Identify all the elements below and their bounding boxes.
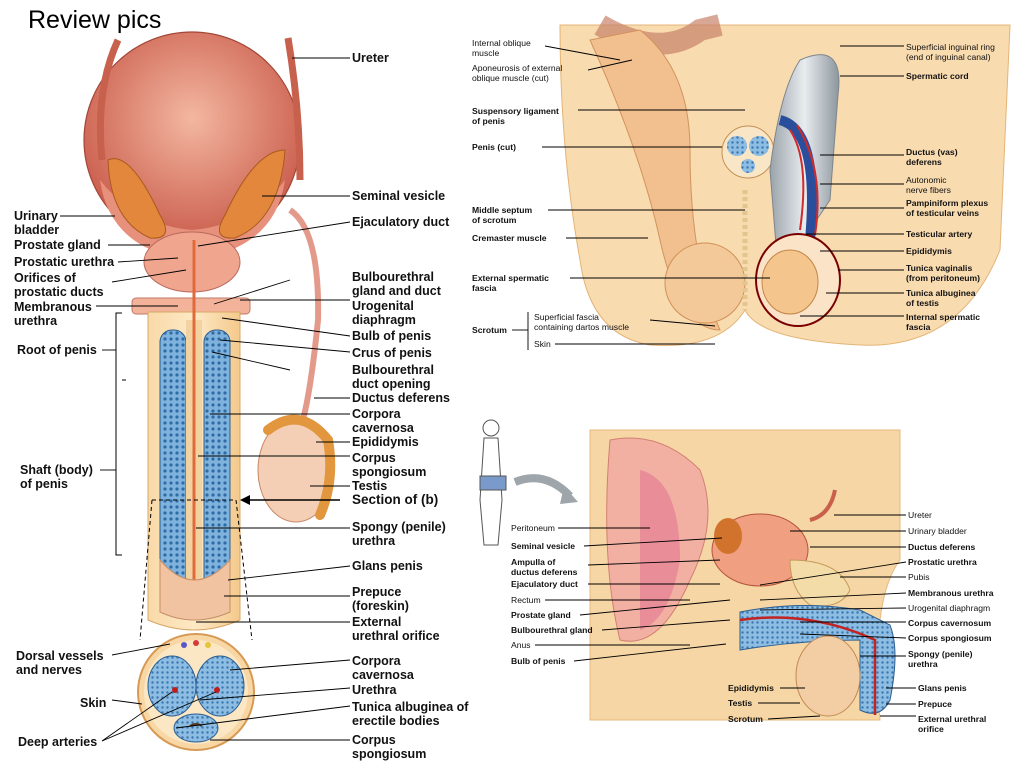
label-corpus-spongiosum: Corpus spongiosum <box>352 451 427 479</box>
section-arrowhead <box>240 495 250 505</box>
label-superficial-inguinal-ring: Superficial inguinal ring (end of inguin… <box>906 42 995 62</box>
label-testis-c: Testis <box>728 698 753 708</box>
label-pampiniform: Pampiniform plexus of testicular veins <box>906 198 989 218</box>
label-autonomic-nerve: Autonomic nerve fibers <box>906 175 951 195</box>
label-ductus-deferens-c: Ductus deferens <box>908 542 976 552</box>
leader-lines <box>60 45 916 742</box>
label-ejaculatory-duct: Ejaculatory duct <box>352 215 450 229</box>
label-internal-spermatic-fascia: Internal spermatic fascia <box>906 312 981 332</box>
label-seminal-vesicle-c: Seminal vesicle <box>511 541 576 551</box>
label-deep-arteries: Deep arteries <box>18 735 98 749</box>
label-ejaculatory-duct-c: Ejaculatory duct <box>511 579 578 589</box>
label-prepuce: Prepuce (foreskin) <box>352 585 409 613</box>
label-urinary-bladder-c: Urinary bladder <box>908 526 967 536</box>
label-prostatic-urethra-c: Prostatic urethra <box>908 557 977 567</box>
label-ductus-deferens: Ductus deferens <box>352 391 450 405</box>
label-penis-cut: Penis (cut) <box>472 142 516 152</box>
label-external-urethral-orifice: External urethral orifice <box>352 615 440 643</box>
label-bulb-of-penis-c: Bulb of penis <box>511 656 566 666</box>
label-bulbourethral-gland-c: Bulbourethral gland <box>511 625 593 635</box>
body-silhouette-icon <box>479 419 507 546</box>
label-urogenital-diaphragm: Urogenital diaphragm <box>352 299 416 327</box>
label-ductus-vas-deferens: Ductus (vas) deferens <box>906 147 958 167</box>
label-superficial-fascia: Superficial fascia containing dartos mus… <box>534 312 630 332</box>
label-urinary-bladder: Urinary bladder <box>14 209 60 237</box>
label-crus-of-penis: Crus of penis <box>352 346 432 360</box>
label-corpus-spongiosum-c: Corpus spongiosum <box>908 633 992 643</box>
label-epididymis: Epididymis <box>352 435 419 449</box>
label-prostate-gland: Prostate gland <box>14 238 101 252</box>
slide-title: Review pics <box>28 6 162 34</box>
label-skin-b: Skin <box>534 339 551 349</box>
panel-a-illustration <box>83 31 336 751</box>
label-membranous-urethra: Membranous urethra <box>14 300 92 328</box>
label-testicular-artery: Testicular artery <box>906 229 973 239</box>
label-spongy-urethra: Spongy (penile) urethra <box>352 520 446 548</box>
label-external-spermatic-fascia: External spermatic fascia <box>472 273 549 293</box>
label-middle-septum: Middle septum of scrotum <box>472 205 533 225</box>
label-prostatic-urethra: Prostatic urethra <box>14 255 115 269</box>
label-internal-oblique: Internal oblique muscle <box>472 38 531 58</box>
label-tunica-albuginea: Tunica albuginea of erectile bodies <box>352 700 469 728</box>
label-orifices-prostatic-ducts: Orifices of prostatic ducts <box>14 271 104 299</box>
label-rectum: Rectum <box>511 595 541 605</box>
label-glans-penis: Glans penis <box>352 559 423 573</box>
label-prepuce-c: Prepuce <box>918 699 952 709</box>
label-root-of-penis: Root of penis <box>17 343 97 357</box>
label-anus: Anus <box>511 640 531 650</box>
panel-c-illustration <box>479 419 901 721</box>
label-corpora-cavernosa: Corpora cavernosa <box>352 407 414 435</box>
label-membranous-urethra-c: Membranous urethra <box>908 588 994 598</box>
label-aponeurosis: Aponeurosis of external oblique muscle (… <box>472 63 563 83</box>
label-tunica-albuginea-testis: Tunica albuginea of testis <box>906 288 976 308</box>
label-epididymis-b: Epididymis <box>906 246 952 256</box>
label-shaft-of-penis: Shaft (body) of penis <box>20 463 93 491</box>
label-bulbourethral-gland: Bulbourethral gland and duct <box>352 270 441 298</box>
label-peritoneum: Peritoneum <box>511 523 555 533</box>
label-ampulla: Ampulla of ductus deferens <box>511 557 578 577</box>
label-prostate-gland-c: Prostate gland <box>511 610 571 620</box>
label-testis: Testis <box>352 479 388 493</box>
label-tunica-vaginalis: Tunica vaginalis (from peritoneum) <box>906 263 980 283</box>
label-skin: Skin <box>80 696 107 710</box>
label-ureter: Ureter <box>352 51 389 65</box>
label-spongy-urethra-c: Spongy (penile) urethra <box>908 649 973 669</box>
label-bulbourethral-duct-opening: Bulbourethral duct opening <box>352 363 434 391</box>
label-cremaster: Cremaster muscle <box>472 233 547 243</box>
label-corpus-spongiosum-xs: Corpus spongiosum <box>352 733 427 761</box>
label-pubis: Pubis <box>908 572 930 582</box>
label-urogenital-diaphragm-c: Urogenital diaphragm <box>908 603 991 613</box>
label-section-of-b: Section of (b) <box>352 492 439 507</box>
label-scrotum: Scrotum <box>472 325 507 335</box>
label-seminal-vesicle: Seminal vesicle <box>352 189 446 203</box>
label-corpus-cavernosum-c: Corpus cavernosum <box>908 618 992 628</box>
label-dorsal-vessels: Dorsal vessels and nerves <box>16 649 104 677</box>
label-scrotum-c: Scrotum <box>728 714 763 724</box>
label-ureter-c: Ureter <box>908 510 932 520</box>
label-corpora-cavernosa-xs: Corpora cavernosa <box>352 654 414 682</box>
label-spermatic-cord: Spermatic cord <box>906 71 969 81</box>
panel-b-illustration <box>559 14 1011 347</box>
label-epididymis-c: Epididymis <box>728 683 774 693</box>
label-suspensory-ligament: Suspensory ligament of penis <box>472 106 559 126</box>
label-urethra-xs: Urethra <box>352 683 397 697</box>
label-glans-penis-c: Glans penis <box>918 683 967 693</box>
label-bulb-of-penis: Bulb of penis <box>352 329 432 343</box>
label-external-urethral-orifice-c: External urethral orifice <box>918 714 987 734</box>
